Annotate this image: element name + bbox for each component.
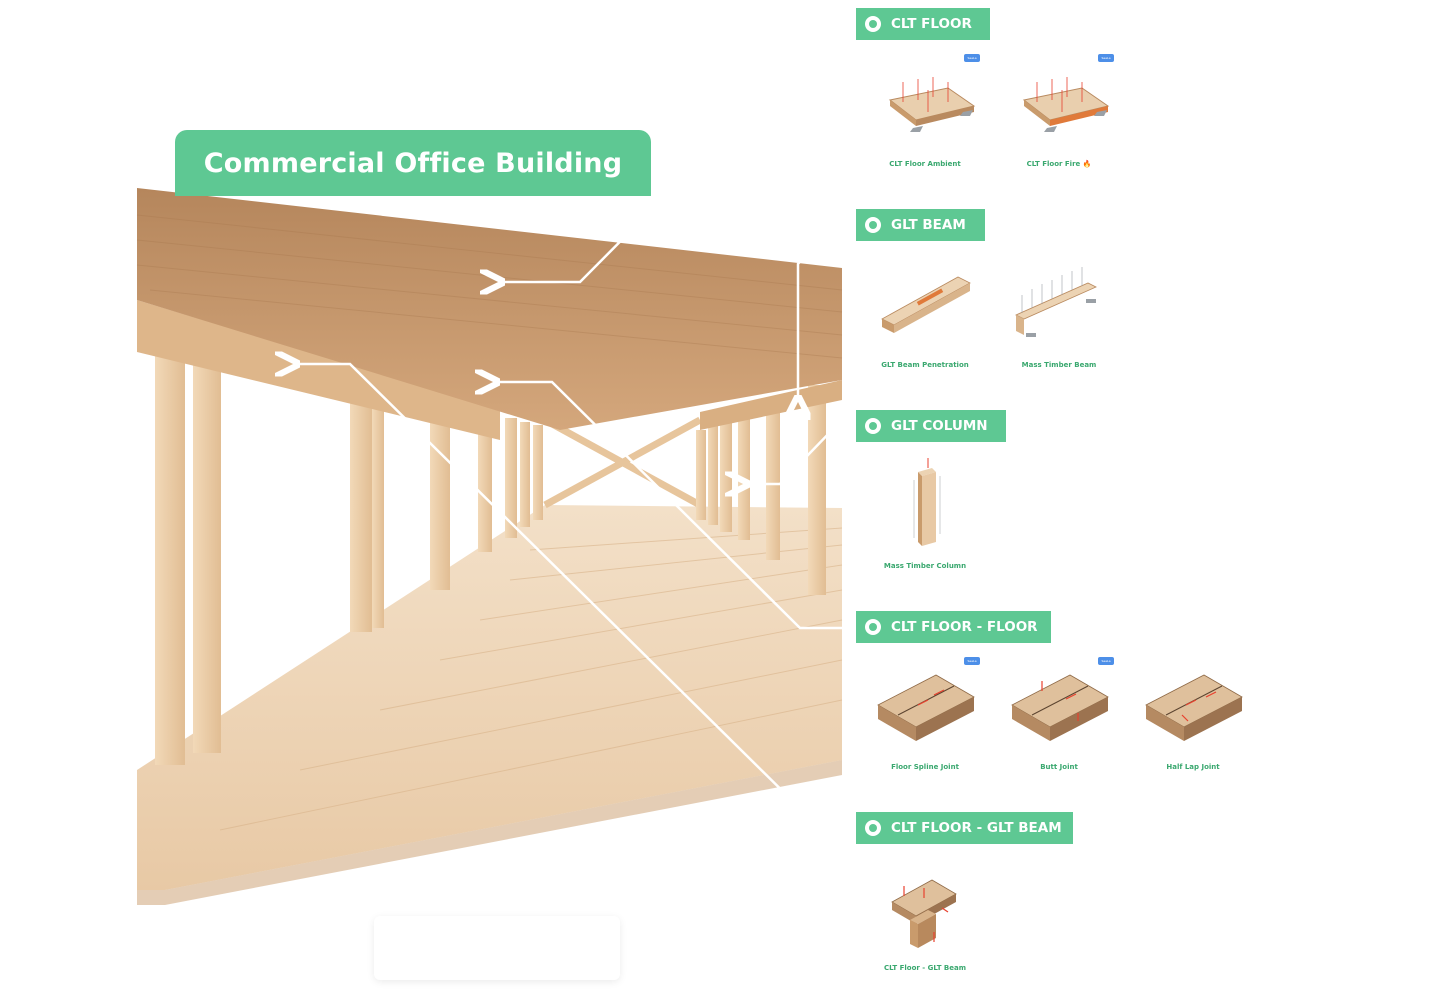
badge: SeeLa (1098, 657, 1114, 665)
section-title: CLT FLOOR (891, 16, 972, 32)
loaded-beam-icon (1015, 267, 1097, 337)
badge: SeeLa (964, 657, 980, 665)
section-marker-icon (865, 16, 881, 32)
card-clt-floor-ambient[interactable]: SeeLa CLT Floor Ambient (858, 52, 992, 182)
card-label: Mass Timber Column (883, 562, 967, 570)
section-marker-icon (865, 418, 881, 434)
section-marker-icon (865, 619, 881, 635)
section-title: GLT COLUMN (891, 418, 988, 434)
glt-beam-icon (881, 276, 971, 333)
clt-panel-test-icon (1022, 77, 1110, 132)
card-butt-joint[interactable]: SeeLa Butt Joint (992, 655, 1126, 785)
section-title: CLT FLOOR - GLT BEAM (891, 820, 1062, 836)
page-title: Commercial Office Building (175, 130, 651, 196)
section-title: GLT BEAM (891, 217, 966, 233)
card-label: CLT Floor Ambient (889, 160, 961, 168)
edge-beam[interactable] (137, 300, 500, 440)
card-label: CLT Floor - GLT Beam (883, 964, 967, 972)
card-floor-spline-joint[interactable]: SeeLa Floor Spline Joint (858, 655, 992, 785)
card-label: Mass Timber Beam (1021, 361, 1097, 369)
left-columns[interactable] (155, 318, 543, 765)
card-mass-timber-column[interactable]: Mass Timber Column (858, 454, 992, 584)
card-mass-timber-beam[interactable]: Mass Timber Beam (992, 253, 1126, 383)
card-label: Half Lap Joint (1166, 763, 1220, 771)
section-header[interactable]: CLT FLOOR - GLT BEAM (856, 812, 1073, 844)
floor-joint-icon (1011, 674, 1109, 741)
ceiling-slab[interactable] (137, 188, 842, 430)
section-header[interactable]: GLT BEAM (856, 209, 985, 241)
floor-beam-connection-icon (891, 879, 957, 948)
clt-panel-test-icon (888, 77, 976, 132)
section-marker-icon (865, 820, 881, 836)
card-glt-beam-penetration[interactable]: GLT Beam Penetration (858, 253, 992, 383)
card-label: Floor Spline Joint (891, 763, 959, 771)
badge: SeeLa (964, 54, 980, 62)
section-header[interactable]: CLT FLOOR (856, 8, 990, 40)
badge: SeeLa (1098, 54, 1114, 62)
column-icon (913, 458, 941, 546)
section-marker-icon (865, 217, 881, 233)
section-title: CLT FLOOR - FLOOR (891, 619, 1038, 635)
card-label: CLT Floor Fire 🔥 (1026, 160, 1092, 168)
floor-joint-icon (877, 674, 975, 741)
callout-leaders (295, 22, 856, 830)
footer-panel (374, 916, 620, 980)
card-half-lap-joint[interactable]: Half Lap Joint (1126, 655, 1260, 785)
card-clt-floor-glt-beam[interactable]: CLT Floor - GLT Beam (858, 856, 992, 986)
floor-slab[interactable] (137, 505, 842, 890)
card-clt-floor-fire[interactable]: SeeLa CLT Floor Fire 🔥 (992, 52, 1126, 182)
floor-joint-icon (1145, 674, 1243, 741)
section-header[interactable]: GLT COLUMN (856, 410, 1006, 442)
section-header[interactable]: CLT FLOOR - FLOOR (856, 611, 1051, 643)
card-label: Butt Joint (1040, 763, 1078, 771)
card-label: GLT Beam Penetration (881, 361, 969, 369)
cross-bracing (543, 416, 702, 509)
